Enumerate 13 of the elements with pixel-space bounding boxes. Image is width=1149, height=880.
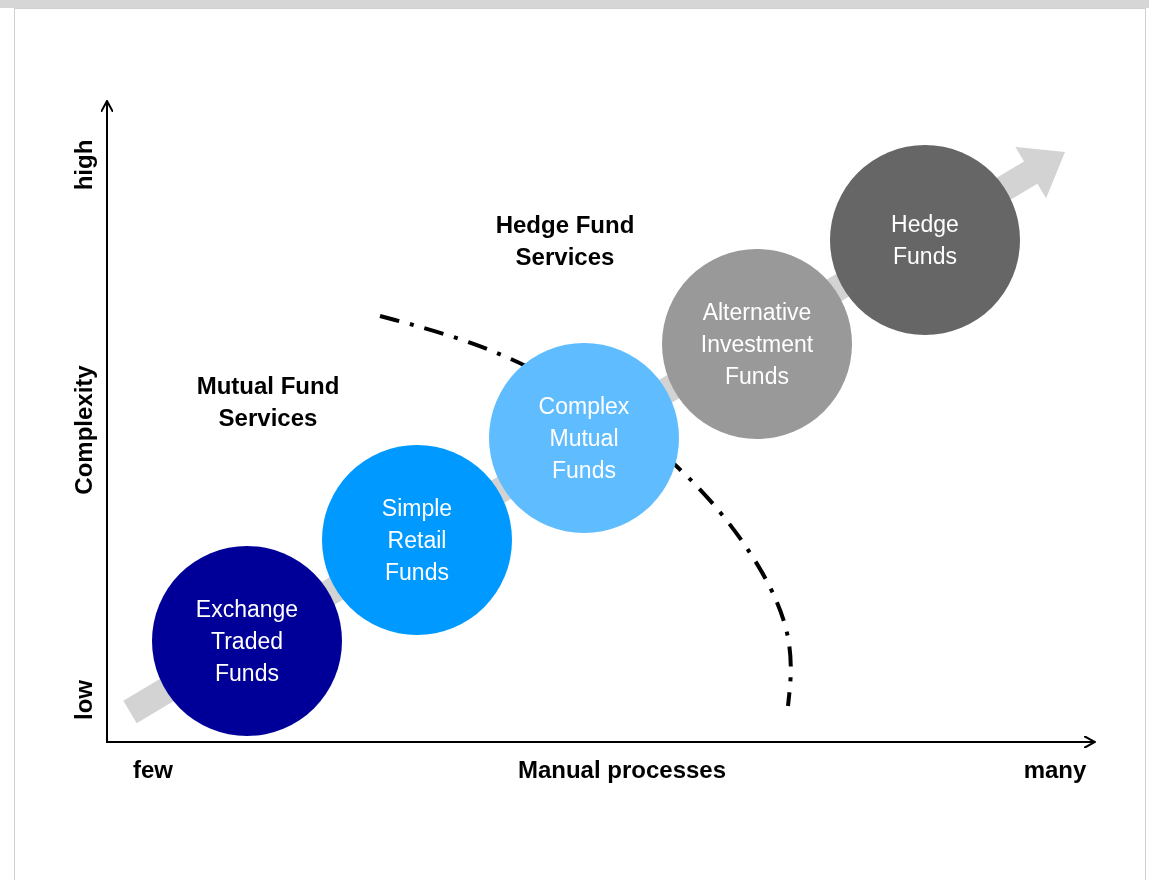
axis-end-label: low xyxy=(69,680,98,720)
region-label: Mutual Fund Services xyxy=(195,371,341,433)
fund-label: Complex Mutual Funds xyxy=(537,392,631,485)
fund-label: Alternative Investment Funds xyxy=(699,298,815,391)
fund-label: Exchange Traded Funds xyxy=(194,595,300,688)
axis-title: Manual processes xyxy=(517,755,727,785)
axis-end-label: few xyxy=(133,755,173,785)
region-label: Hedge Fund Services xyxy=(494,210,636,272)
fund-label: Simple Retail Funds xyxy=(380,494,454,587)
axis-end-label: many xyxy=(1023,755,1087,785)
fund-label: Hedge Funds xyxy=(890,210,960,271)
axis-title: Complexity xyxy=(69,365,98,495)
axis-end-label: high xyxy=(69,139,98,191)
